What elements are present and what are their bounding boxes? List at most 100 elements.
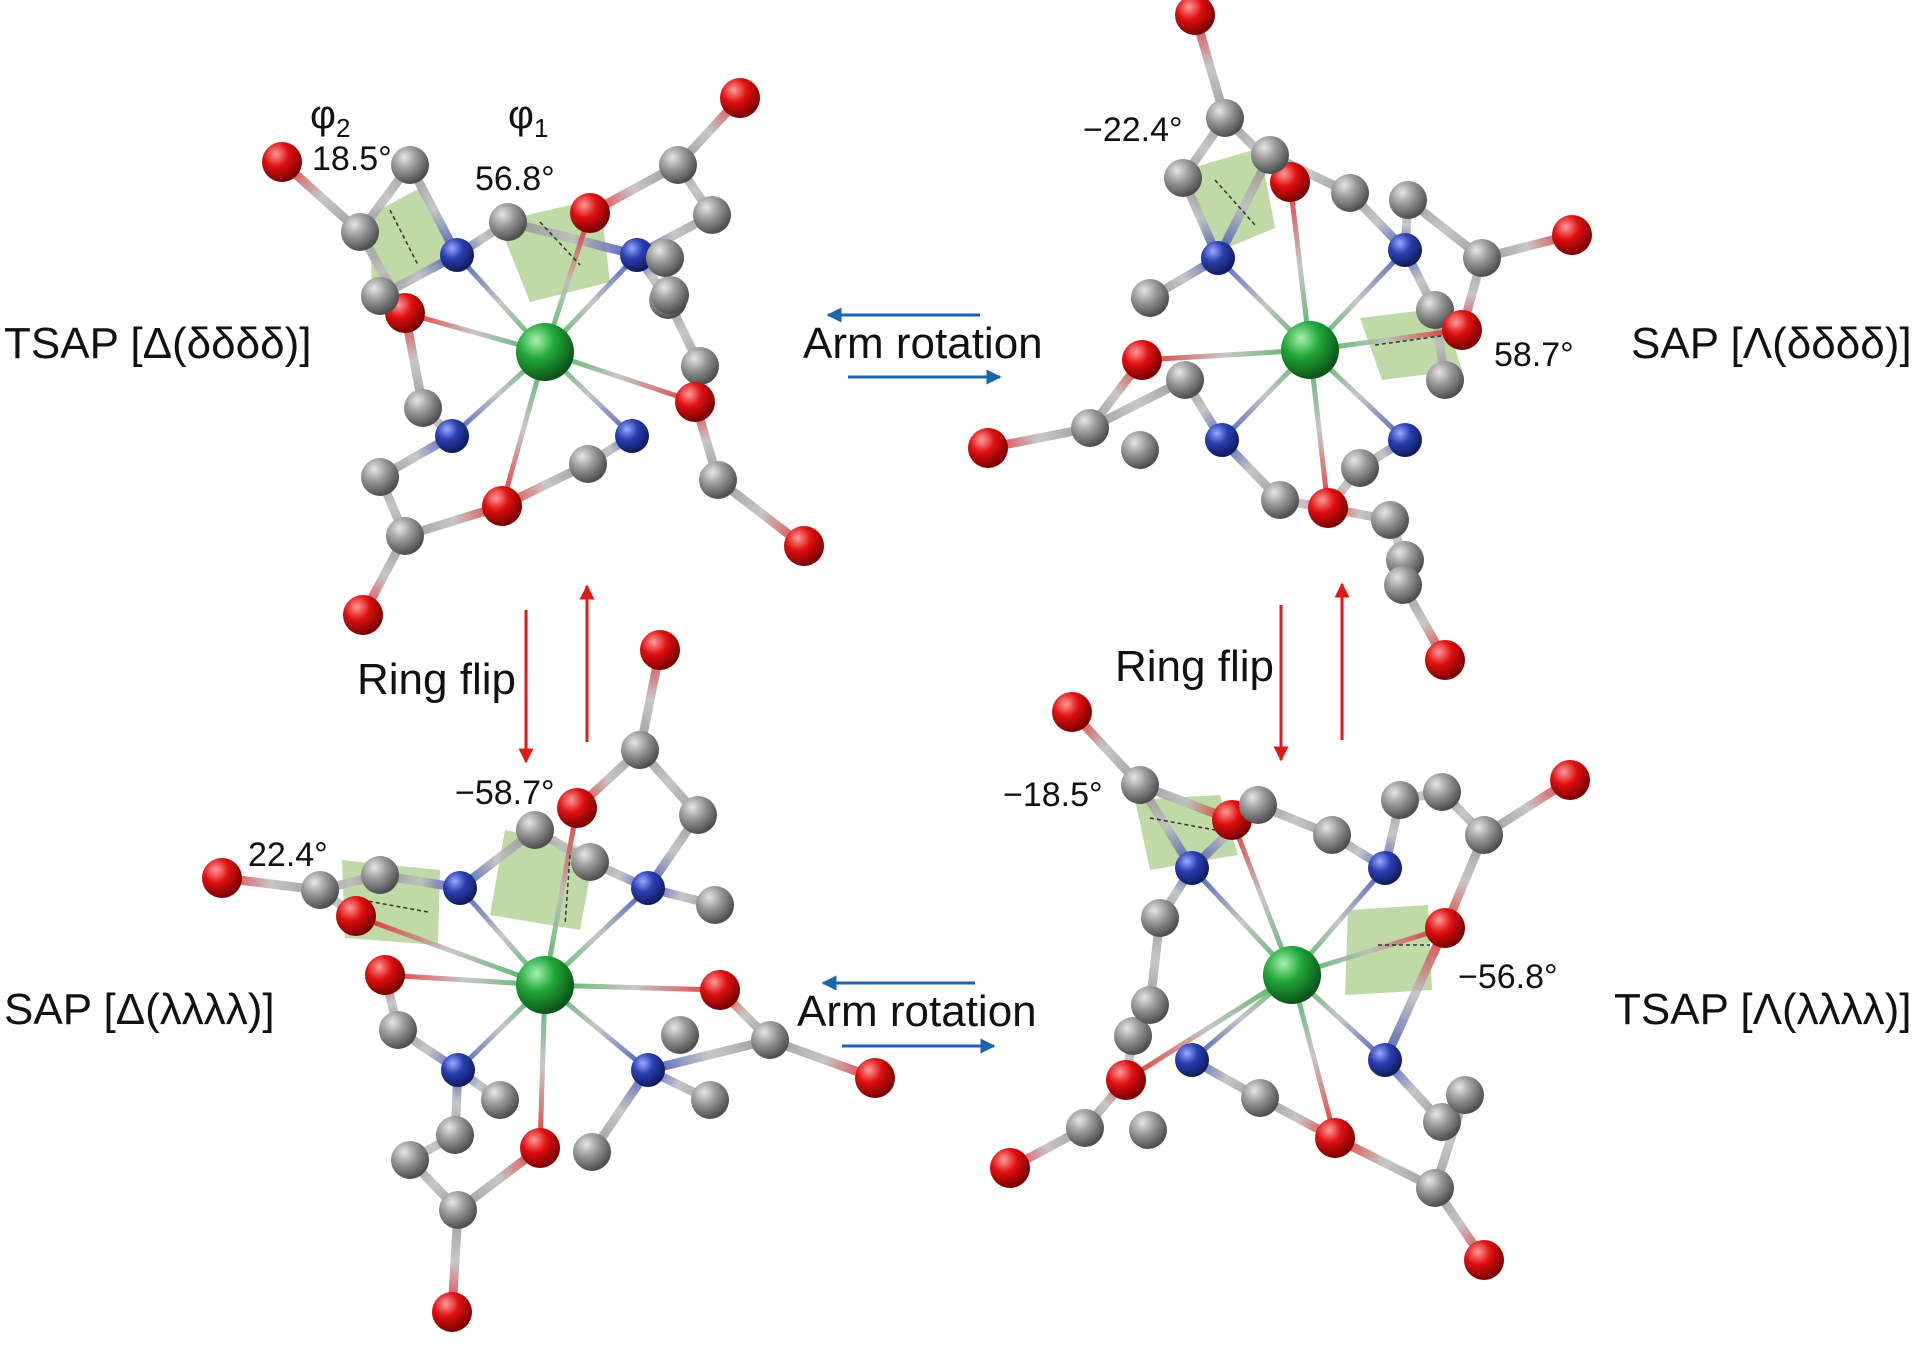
carbon-atom xyxy=(386,517,424,555)
carbon-atom xyxy=(439,1191,477,1229)
angle-tl-phi1: 56.8° xyxy=(475,160,555,198)
oxygen-atom xyxy=(1442,310,1482,350)
oxygen-atom xyxy=(557,788,597,828)
carbon-atom xyxy=(1166,361,1204,399)
carbon-atom xyxy=(1121,431,1159,469)
carbon-atom xyxy=(1131,986,1169,1024)
carbon-atom xyxy=(489,203,527,241)
label-sap-delta: SAP [Δ(λλλλ)] xyxy=(4,985,275,1034)
torsion-guide xyxy=(564,854,571,926)
oxygen-atom xyxy=(700,970,740,1010)
bond xyxy=(1380,923,1450,1065)
label-phi2: φ2 xyxy=(310,93,351,143)
carbon-atom xyxy=(569,445,607,483)
oxygen-atom xyxy=(1106,1060,1146,1100)
carbon-atom xyxy=(379,1011,417,1049)
label-tsap-lambda: TSAP [Λ(λλλλ)] xyxy=(1614,985,1912,1034)
carbon-atom xyxy=(1129,1111,1167,1149)
bond xyxy=(353,913,548,988)
torsion-guide xyxy=(1214,179,1256,226)
carbon-atom xyxy=(1465,816,1503,854)
carbon-atom xyxy=(699,461,737,499)
carbon-atom xyxy=(1426,361,1464,399)
nitrogen-atom xyxy=(1205,423,1239,457)
carbon-atom xyxy=(1121,766,1159,804)
oxygen-atom xyxy=(343,595,383,635)
nitrogen-atom xyxy=(1388,423,1422,457)
oxygen-atom xyxy=(432,1292,472,1332)
oxygen-atom xyxy=(990,1148,1030,1188)
molecule-sap-delta xyxy=(202,630,895,1332)
carbon-atom xyxy=(436,1116,474,1154)
nitrogen-atom xyxy=(631,1053,665,1087)
oxygen-atom xyxy=(1550,760,1590,800)
angle-bl-a: 22.4° xyxy=(248,836,328,874)
carbon-atom xyxy=(1423,773,1461,811)
carbon-atom xyxy=(1341,449,1379,487)
carbon-atom xyxy=(1446,1076,1484,1114)
oxygen-atom xyxy=(855,1058,895,1098)
bond xyxy=(643,1035,775,1075)
carbon-atom xyxy=(1331,174,1369,212)
oxygen-atom xyxy=(1175,0,1215,35)
oxygen-atom xyxy=(202,858,242,898)
carbon-atom xyxy=(1114,1017,1152,1055)
angle-tr-a: −22.4° xyxy=(1083,111,1183,149)
angle-bl-b: −58.7° xyxy=(455,774,555,812)
bond xyxy=(1123,972,1295,1083)
carbon-atom xyxy=(1131,279,1169,317)
carbon-atom xyxy=(361,458,399,496)
label-phi1: φ1 xyxy=(508,93,549,143)
oxygen-atom xyxy=(675,382,715,422)
carbon-atom xyxy=(1241,1079,1279,1117)
carbon-atom xyxy=(681,347,719,385)
carbon-atom xyxy=(1251,136,1289,174)
carbon-atom xyxy=(1371,501,1409,539)
oxygen-atom xyxy=(1308,488,1348,528)
carbon-atom xyxy=(301,871,339,909)
carbon-atom xyxy=(1381,781,1419,819)
carbon-atom xyxy=(573,1133,611,1171)
metal-atom xyxy=(1263,946,1321,1004)
nitrogen-atom xyxy=(441,1053,475,1087)
carbon-atom xyxy=(679,796,717,834)
label-sap-lambda: SAP [Λ(δδδδ)] xyxy=(1631,319,1912,368)
oxygen-atom xyxy=(336,896,376,936)
oxygen-atom xyxy=(365,955,405,995)
molecule-tsap-delta xyxy=(262,78,824,635)
carbon-atom xyxy=(1423,1103,1461,1141)
nitrogen-atom xyxy=(1175,1043,1209,1077)
metal-atom xyxy=(516,323,574,381)
carbon-atom xyxy=(691,1081,729,1119)
carbon-atom xyxy=(1313,816,1351,854)
carbon-atom xyxy=(1389,181,1427,219)
metal-atom xyxy=(516,956,574,1014)
carbon-atom xyxy=(1206,99,1244,137)
label-arm-rotation-bottom: Arm rotation xyxy=(797,987,1037,1036)
torsion-guide xyxy=(539,221,581,266)
bond xyxy=(542,982,723,993)
carbon-atom xyxy=(1416,1169,1454,1207)
carbon-atom xyxy=(659,146,697,184)
nitrogen-atom xyxy=(1201,241,1235,275)
carbon-atom xyxy=(391,1141,429,1179)
carbon-atom xyxy=(571,843,609,881)
label-ring-flip-left: Ring flip xyxy=(357,655,516,704)
carbon-atom xyxy=(1463,239,1501,277)
molecule-sap-lambda xyxy=(968,0,1592,680)
bond xyxy=(542,805,580,988)
carbon-atom xyxy=(1416,291,1454,329)
bond xyxy=(503,217,642,260)
carbon-atom xyxy=(341,213,379,251)
oxygen-atom xyxy=(1425,640,1465,680)
oxygen-atom xyxy=(720,78,760,118)
oxygen-atom xyxy=(520,1128,560,1168)
nitrogen-atom xyxy=(631,871,665,905)
carbon-atom xyxy=(1066,1109,1104,1147)
label-ring-flip-right: Ring flip xyxy=(1115,642,1274,691)
nitrogen-atom xyxy=(440,238,474,272)
carbon-atom xyxy=(1164,159,1202,197)
carbon-atom xyxy=(646,239,684,277)
oxygen-atom xyxy=(1052,692,1092,732)
